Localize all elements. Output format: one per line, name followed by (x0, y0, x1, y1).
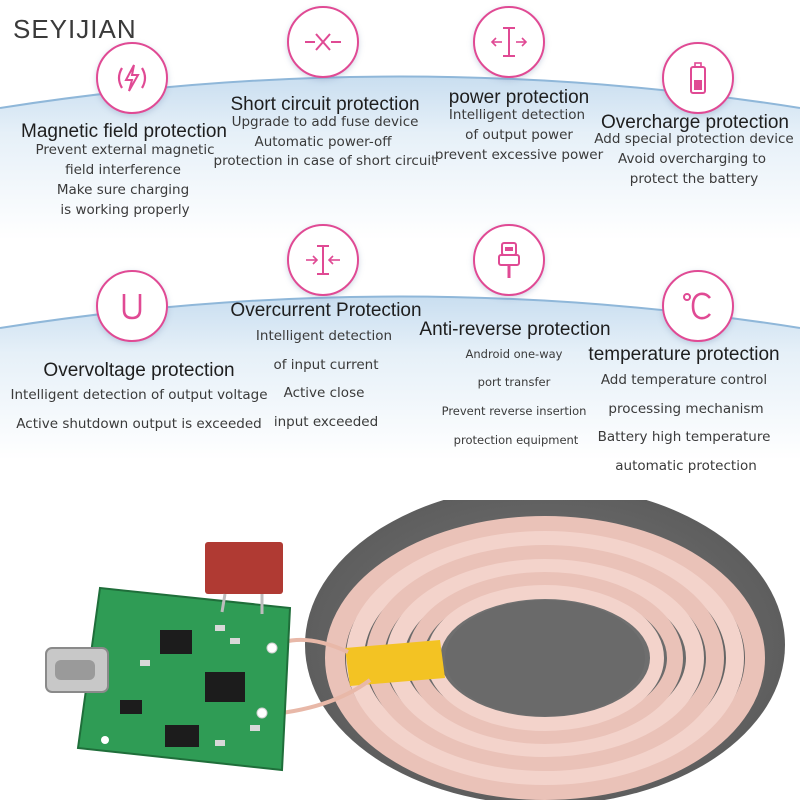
capacitor (205, 542, 283, 614)
feature-line: Android one-way (465, 347, 563, 361)
battery-icon (690, 62, 706, 94)
feature-line: protect the battery (629, 171, 759, 187)
feature-line: Prevent reverse insertion (441, 404, 587, 418)
power-limit-icon (490, 27, 528, 57)
feature-icon-overcharge (662, 42, 734, 114)
feature-title-overcharge: Overcharge protection (601, 112, 789, 133)
feature-line: protection equipment (453, 433, 579, 447)
feature-icon-overvoltage (96, 270, 168, 342)
feature-line: Intelligent detection (255, 328, 393, 344)
feature-line: input exceeded (273, 414, 379, 430)
feature-line: processing mechanism (608, 401, 764, 417)
feature-title-anti-reverse: Anti-reverse protection (419, 319, 611, 340)
feature-title-power: power protection (448, 87, 590, 108)
celsius-icon (683, 292, 712, 320)
u-shape-icon (122, 294, 142, 320)
feature-line: Intelligent detection (448, 107, 586, 123)
feature-icon-power (473, 6, 545, 78)
feature-icon-short-circuit (287, 6, 359, 78)
tape-strip (345, 640, 445, 686)
feature-icon-temperature (662, 270, 734, 342)
feature-line: field interference (65, 162, 181, 178)
feature-line: Prevent external magnetic (35, 142, 215, 158)
feature-line: Add special protection device (594, 131, 794, 147)
feature-line: prevent excessive power (434, 147, 604, 163)
feature-line: of output power (465, 127, 573, 143)
feature-line: of input current (273, 357, 379, 373)
feature-line: Battery high temperature (597, 429, 771, 445)
x-cross-icon (305, 33, 341, 51)
feature-line: port transfer (477, 375, 551, 389)
feature-icon-anti-reverse (473, 224, 545, 296)
product-photo (45, 500, 785, 800)
usb-plug-icon (498, 242, 520, 278)
feature-line: Make sure charging (56, 182, 190, 198)
feature-line: Active close (283, 385, 365, 401)
brand-logo: SEYIJIAN (13, 14, 137, 44)
feature-line: is working properly (60, 202, 190, 218)
feature-title-overcurrent: Overcurrent Protection (230, 300, 422, 321)
feature-line: Upgrade to add fuse device (231, 114, 419, 130)
feature-line: Add temperature control (600, 372, 768, 388)
pcb-board (45, 586, 292, 772)
lightning-bolt-icon (117, 64, 147, 92)
feature-title-magnetic: Magnetic field protection (21, 121, 227, 142)
feature-title-temperature: temperature protection (588, 344, 780, 365)
feature-line: Avoid overcharging to (618, 151, 766, 167)
feature-line: protection in case of short circuit (213, 153, 437, 169)
feature-title-short-circuit: Short circuit protection (230, 94, 420, 115)
feature-title-overvoltage: Overvoltage protection (43, 360, 235, 381)
feature-line: Active shutdown output is exceeded (16, 416, 262, 432)
feature-line: Automatic power-off (254, 134, 392, 150)
current-limit-icon (306, 245, 340, 275)
feature-icon-magnetic (96, 42, 168, 114)
feature-line: Intelligent detection of output voltage (10, 387, 268, 403)
feature-line: automatic protection (615, 458, 757, 474)
coil-center (445, 600, 645, 716)
feature-icon-overcurrent (287, 224, 359, 296)
